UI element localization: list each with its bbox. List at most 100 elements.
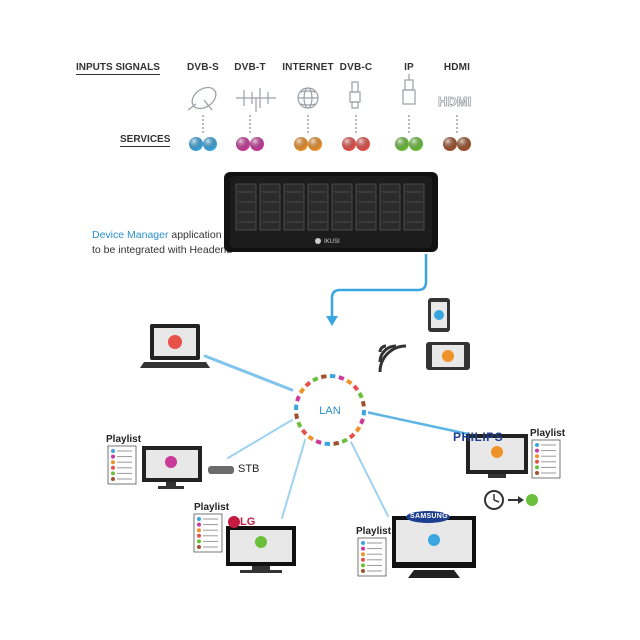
dotted-connector-dot — [249, 131, 251, 133]
services-label: SERVICES — [120, 134, 171, 147]
playlist-dot — [197, 539, 201, 544]
playlist-dot — [361, 546, 365, 551]
input-name-dvb-t: DVB-T — [234, 62, 266, 73]
service-ball-highlight — [203, 137, 217, 151]
service-balls — [189, 137, 471, 151]
service-ball-highlight — [250, 137, 264, 151]
service-ball-highlight — [443, 137, 457, 151]
dotted-connector-dot — [408, 115, 410, 117]
dotted-connector-dot — [408, 123, 410, 125]
dotted-connector-dot — [202, 123, 204, 125]
headend-slot — [307, 183, 329, 231]
globe-icon — [297, 87, 319, 109]
caption-rest: application — [168, 229, 222, 241]
dotted-connector-dot — [249, 127, 251, 129]
service-ball-highlight — [294, 137, 308, 151]
dotted-connector-dot — [202, 119, 204, 121]
service-ball-highlight — [409, 137, 423, 151]
lan-ring-segment — [338, 375, 345, 381]
headend-slot — [235, 183, 257, 231]
playlist-dot — [535, 459, 539, 464]
playlist-dot — [111, 449, 115, 453]
lan-ring-segment — [320, 374, 327, 380]
playlist-dot — [111, 460, 115, 465]
playlist-dot — [535, 448, 539, 453]
lan-beams — [203, 354, 470, 519]
wifi-icon — [378, 344, 407, 373]
lan-ring-segment — [352, 384, 360, 392]
playlist-dot — [361, 541, 365, 545]
lan-ring-segment — [345, 378, 353, 386]
philips-brand: PHILIPS — [453, 430, 504, 444]
lan-ring-segment — [298, 387, 306, 395]
headend-slot — [355, 183, 377, 231]
scheduled-service-ball — [526, 494, 538, 506]
device-manager-accent: Device Manager — [92, 229, 169, 241]
playlist-label-left: Playlist — [106, 434, 142, 445]
lan-ring-segment — [359, 418, 365, 425]
dotted-connector-dot — [355, 131, 357, 133]
playlists — [107, 439, 561, 577]
tv-philips — [466, 434, 528, 478]
laptop-device — [140, 324, 210, 368]
dotted-connector-dot — [456, 119, 458, 121]
playlist-dot — [361, 552, 365, 557]
lan-ring — [294, 374, 366, 446]
playlist-dot — [535, 471, 539, 475]
headend-brand: IKUSI — [324, 239, 340, 245]
satellite-dish-icon — [187, 86, 217, 111]
dotted-connector-dot — [456, 131, 458, 133]
terrestrial-antenna-icon — [236, 88, 276, 112]
input-name-dvb-c: DVB-C — [339, 62, 373, 73]
dotted-connector-dot — [307, 131, 309, 133]
service-ball-highlight — [308, 137, 322, 151]
playlist-dot — [111, 471, 115, 476]
dotted-connector-dot — [202, 115, 204, 117]
lan-ring-segment — [312, 376, 319, 383]
lg-brand: LG — [240, 516, 256, 528]
dotted-connector-dot — [355, 123, 357, 125]
dotted-connector-dot — [307, 119, 309, 121]
input-name-ip: IP — [404, 62, 414, 73]
dotted-connectors — [202, 115, 458, 133]
stb-device — [208, 466, 234, 474]
dotted-connector-dot — [307, 127, 309, 129]
lan-label: LAN — [319, 405, 340, 417]
headend-device: IKUSI — [224, 172, 438, 252]
playlist-dot — [197, 528, 201, 533]
playlist-dot — [535, 454, 539, 459]
lan-ring-segment — [315, 439, 322, 445]
stb-label: STB — [238, 463, 260, 475]
dotted-connector-dot — [408, 127, 410, 129]
playlist-dot — [535, 443, 539, 447]
inputs-signals-label: INPUTS SIGNALS — [76, 62, 160, 75]
lan-ring-segment — [333, 440, 340, 446]
dotted-connector-dot — [456, 127, 458, 129]
dotted-connector-dot — [249, 119, 251, 121]
lan-ring-segment — [295, 395, 301, 402]
clock-icon — [484, 490, 504, 510]
service-ball-highlight — [342, 137, 356, 151]
playlist-dot — [361, 557, 365, 562]
lan-ring-segment — [300, 428, 308, 436]
lan-ring-segment — [357, 392, 364, 399]
dotted-connector-dot — [355, 115, 357, 117]
dotted-connector-dot — [249, 115, 251, 117]
headend-slot — [331, 183, 353, 231]
playlist-dot — [111, 465, 115, 470]
playlist-dot — [535, 465, 539, 470]
playlist-dot — [197, 517, 201, 521]
arrow-down-icon — [326, 316, 338, 326]
playlist-label-samsung: Playlist — [356, 526, 392, 537]
service-ball-highlight — [356, 137, 370, 151]
lan-ring-segment — [348, 432, 356, 440]
headend-slot — [403, 183, 425, 231]
dotted-connector-dot — [456, 123, 458, 125]
playlist-label-philips: Playlist — [530, 428, 566, 439]
dotted-connector-dot — [202, 127, 204, 129]
dotted-connector-dot — [456, 115, 458, 117]
dotted-connector-dot — [202, 131, 204, 133]
caption-line2: to be integrated with Headend — [92, 244, 233, 256]
playlist-dot — [361, 563, 365, 568]
playlist-dot — [197, 545, 201, 549]
